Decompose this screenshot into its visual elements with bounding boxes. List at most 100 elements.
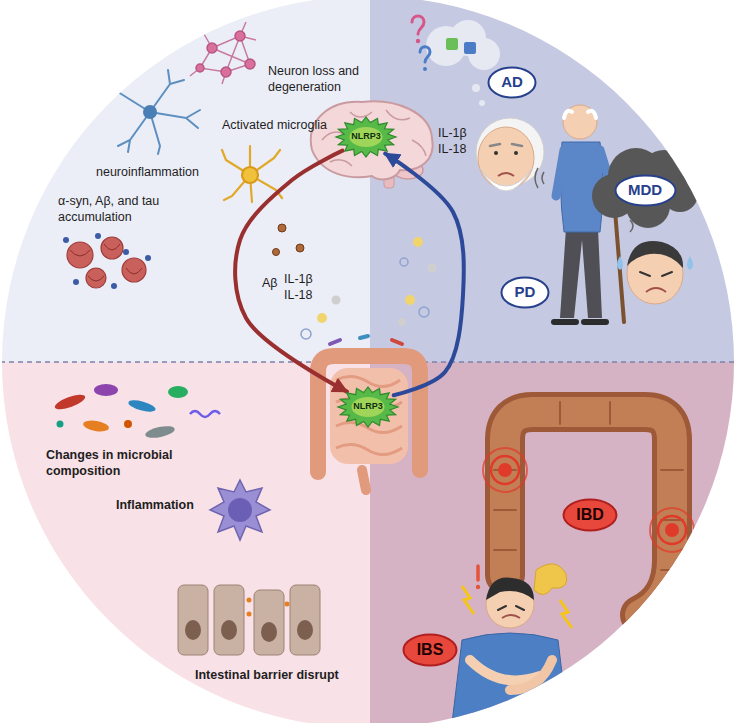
signal-particles-part-part xyxy=(428,264,437,273)
node-label: NLRP3 xyxy=(351,132,381,142)
microglia-cell xyxy=(222,146,282,202)
oval-outline xyxy=(404,635,457,666)
elderly-man-head-part xyxy=(490,144,522,146)
inflammation-marks xyxy=(483,448,694,552)
star-core xyxy=(350,127,383,147)
sad-face-part xyxy=(617,256,623,270)
person-abdominal-pain-part xyxy=(476,566,480,580)
macrophage-cell-part xyxy=(228,498,252,522)
epithelial-cells xyxy=(178,585,320,655)
epithelial-cells-part-part xyxy=(247,598,252,603)
inflammation-marks-part xyxy=(491,456,519,484)
signal-particles-part xyxy=(330,336,402,344)
person-abdominal-pain-part xyxy=(476,585,480,589)
person-abdominal-pain-part xyxy=(510,660,552,690)
protein-aggregates-part-part xyxy=(70,244,142,281)
gut-illustration xyxy=(318,356,420,490)
node-label: IBS xyxy=(417,641,444,659)
disease-oval: IBD xyxy=(562,498,618,532)
protein-aggregates-part xyxy=(67,237,146,288)
epithelial-cells-part xyxy=(254,590,284,655)
oval-outline xyxy=(502,277,549,307)
annotation-label: Neuron loss and degeneration xyxy=(268,64,368,95)
sad-face xyxy=(617,241,693,304)
neuron-cell-part xyxy=(104,70,200,154)
signal-particles-part-part xyxy=(400,258,408,266)
epithelial-cells-part xyxy=(178,585,208,655)
elderly-man-head-part xyxy=(514,151,518,155)
neuron-network-part xyxy=(196,31,255,77)
epithelial-cells-part-part xyxy=(221,620,237,640)
brain-illustration-part xyxy=(311,101,433,179)
person-abdominal-pain xyxy=(452,564,572,723)
walking-elderly-man-part xyxy=(556,150,564,196)
sad-face-part xyxy=(627,241,683,268)
neuron-network-part-part xyxy=(207,43,217,53)
thought-bubble-part xyxy=(464,42,476,54)
brain-illustration-part xyxy=(322,110,426,166)
signal-particles-part-part xyxy=(332,296,341,305)
sad-face-part xyxy=(646,288,666,292)
node-label: AD xyxy=(501,74,523,91)
person-abdominal-pain-part xyxy=(452,633,568,723)
protein-aggregates-part-part xyxy=(86,268,106,288)
walking-elderly-man-part xyxy=(564,111,596,118)
annotation-label: neuroinflammation xyxy=(96,165,199,181)
person-abdominal-pain-part xyxy=(534,564,567,595)
person-abdominal-pain-part xyxy=(470,660,540,680)
annotation-label: Activated microglia xyxy=(222,118,327,134)
signal-particles-part-part xyxy=(398,318,406,326)
elderly-man-head-part xyxy=(498,173,514,176)
thought-bubble xyxy=(412,16,500,106)
storm-cloud xyxy=(592,148,698,228)
thought-bubble-part-part xyxy=(412,16,424,34)
signal-particles-part-part xyxy=(330,340,340,344)
elderly-man-head xyxy=(476,118,544,191)
neuron-network-part-part xyxy=(245,59,255,69)
person-abdominal-pain-part xyxy=(560,600,572,628)
walking-elderly-man-part xyxy=(554,319,606,325)
disease-oval: MDD xyxy=(614,174,677,207)
signal-particles-part-part xyxy=(273,249,280,256)
signal-particles-part-part xyxy=(413,237,423,247)
person-abdominal-pain-part xyxy=(462,586,474,614)
inflammation-marks-part xyxy=(665,523,679,537)
signal-particles-part-part xyxy=(296,244,304,252)
epithelial-cells-part-part xyxy=(285,602,290,607)
disease-oval: PD xyxy=(500,276,550,309)
epithelial-cells-part xyxy=(214,585,244,655)
annotation-label: Inflammation xyxy=(116,498,194,514)
inflammation-marks-part xyxy=(498,463,512,477)
gut-illustration-part xyxy=(318,356,420,472)
signal-particles-part-part xyxy=(278,224,286,232)
protein-aggregates-part-part xyxy=(123,249,129,255)
protein-aggregates-part-part xyxy=(73,279,79,285)
gut-illustration-part xyxy=(330,368,408,464)
signal-particles-part-part xyxy=(317,313,327,323)
node-label: IBD xyxy=(576,506,604,524)
walking-elderly-man-part xyxy=(560,228,602,318)
microglia-cell-part xyxy=(242,167,258,183)
signal-particles-part xyxy=(301,258,429,339)
neuron-network-part-part xyxy=(196,64,204,72)
microbes-part xyxy=(144,424,175,440)
annotation-label: Changes in microbial composition xyxy=(46,448,216,479)
annotation-label: IL-1β xyxy=(438,126,467,142)
microbes-part xyxy=(94,384,118,396)
microbes-part xyxy=(82,419,109,433)
inflammasome-star: NLRP3 xyxy=(337,386,399,428)
microbes xyxy=(53,384,220,440)
colon-illustration-part xyxy=(505,412,672,615)
star-outline xyxy=(336,117,396,157)
epithelial-cells-part xyxy=(247,598,290,617)
disease-oval: AD xyxy=(487,66,537,99)
signal-particles-part-part xyxy=(392,340,402,344)
gut-illustration-part xyxy=(336,376,402,454)
gut-illustration-part xyxy=(362,470,366,490)
neuron-network-part xyxy=(190,22,256,84)
sad-face-part xyxy=(687,256,693,270)
